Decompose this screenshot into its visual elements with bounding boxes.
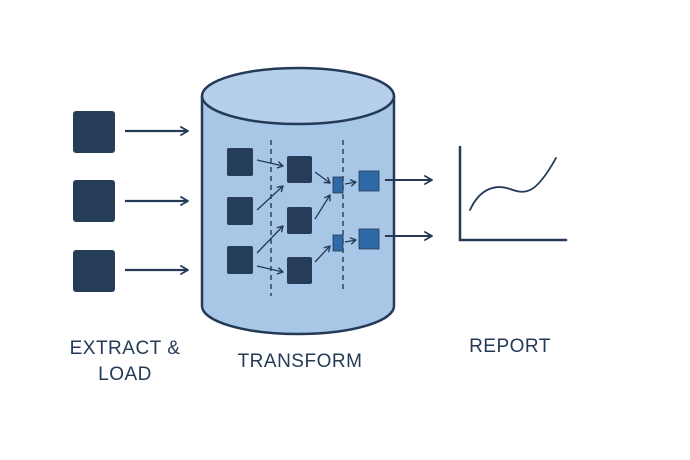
transform-middle-nodes: [287, 156, 312, 284]
transform-node-a2: [227, 197, 253, 225]
connector-node-1: [332, 176, 344, 194]
output-node-2: [358, 228, 380, 250]
source-block-1: [73, 111, 115, 153]
line-chart-icon: [458, 145, 568, 242]
transform-connectors: [332, 176, 344, 252]
transform-arrows: [256, 159, 357, 275]
transform-node-b3: [287, 257, 312, 284]
extract-load-label-line1: EXTRACT &: [69, 338, 181, 359]
transform-node-a3: [227, 246, 253, 274]
transform-input-nodes: [227, 148, 253, 274]
connector-node-2: [332, 234, 344, 252]
source-block-3: [73, 250, 115, 292]
extract-load-label: EXTRACT & LOAD: [50, 336, 200, 388]
transform-node-b2: [287, 207, 312, 234]
transform-node-a1: [227, 148, 253, 176]
output-arrows: [385, 175, 433, 241]
input-arrows: [125, 126, 189, 275]
extract-load-label-line2: LOAD: [98, 364, 152, 385]
transform-node-b1: [287, 156, 312, 183]
transform-output-nodes: [358, 170, 380, 250]
report-label: REPORT: [469, 336, 551, 357]
stage-separators: [270, 140, 344, 296]
source-blocks: [73, 111, 115, 292]
source-block-2: [73, 180, 115, 222]
output-node-1: [358, 170, 380, 192]
transform-label: TRANSFORM: [237, 351, 363, 372]
